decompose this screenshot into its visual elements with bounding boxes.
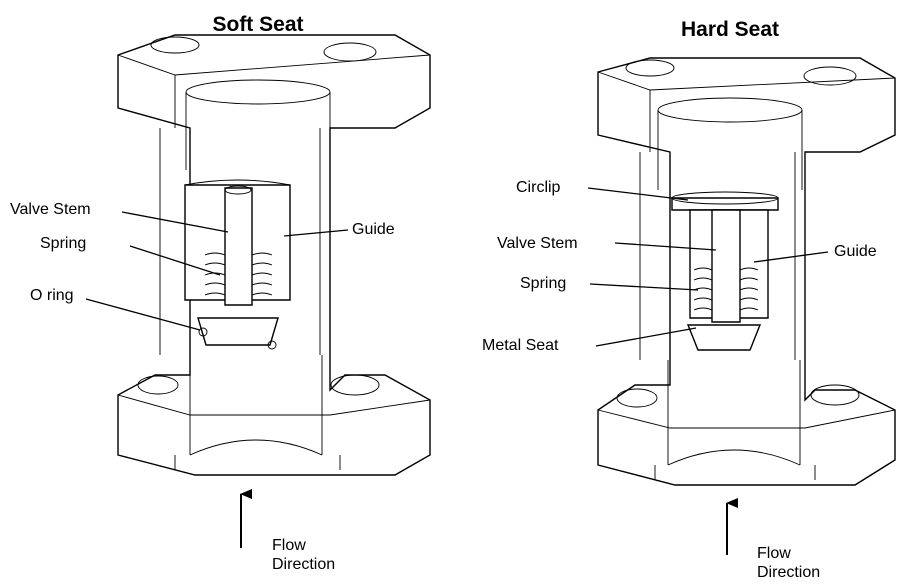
soft-seat-title: Soft Seat: [212, 13, 303, 36]
hard-valve-stem: [711, 209, 741, 323]
soft-guide-leader: [283, 229, 349, 237]
hard-flow-label-line1: Flow: [757, 545, 791, 562]
soft-spring-leader: [129, 245, 221, 276]
hard-metal-seat-leader: [595, 327, 697, 347]
hard-circlip-leader: [587, 187, 689, 201]
soft-bolt-hole-bottom-left: [137, 375, 179, 395]
soft-cut-face: [159, 128, 321, 355]
hard-bottom-flange-edge: [597, 409, 896, 429]
hard-valve-stem-leader: [614, 242, 717, 251]
soft-flow-label-line2: Direction: [272, 556, 335, 573]
hard-outlet-bore-arc: [667, 449, 801, 466]
soft-guide-top: [184, 179, 291, 186]
hard-guide-label: Guide: [834, 243, 877, 260]
soft-outlet-bore-walls: [189, 355, 323, 455]
hard-bolt-hole-bottom-left: [616, 388, 658, 408]
hard-metal-seat-label: Metal Seat: [482, 337, 559, 354]
hard-flow-label-line2: Direction: [757, 564, 820, 581]
hard-outlet-bore-walls: [667, 360, 801, 465]
hard-valve-stem-label: Valve Stem: [497, 235, 578, 252]
soft-seat-disc: [197, 317, 279, 346]
hard-bolt-hole-top-right: [803, 66, 857, 86]
hard-spring-leader: [589, 283, 699, 291]
soft-bore-walls: [185, 92, 331, 170]
soft-o-ring-label: O ring: [30, 287, 74, 304]
soft-valve-stem: [224, 187, 253, 306]
hard-bolt-hole-top-left: [625, 59, 675, 77]
soft-o-ring-leader: [85, 298, 201, 331]
hard-seat-title: Hard Seat: [681, 18, 779, 41]
soft-seat-figure: Soft Seat: [10, 13, 431, 573]
hard-spring-coils: [693, 267, 759, 311]
soft-valve-stem-leader: [121, 211, 229, 233]
soft-bolt-hole-top-right: [323, 42, 377, 62]
soft-stem-top: [224, 185, 252, 195]
soft-spring-label: Spring: [40, 235, 86, 252]
soft-bolt-hole-bottom-right: [330, 374, 380, 396]
hard-guide-leader: [753, 251, 829, 263]
soft-o-ring: [198, 327, 208, 337]
soft-flow-label-line1: Flow: [272, 537, 306, 554]
hard-bore-walls: [657, 110, 803, 190]
soft-bolt-hole-top-left: [150, 36, 200, 54]
hard-spring-label: Spring: [520, 275, 566, 292]
soft-valve-stem-label: Valve Stem: [10, 201, 91, 218]
hard-circlip-label: Circlip: [516, 179, 561, 196]
hard-metal-seat: [686, 324, 762, 351]
soft-outlet-notches: [174, 455, 341, 470]
soft-guide-label: Guide: [352, 221, 395, 238]
hard-seat-internals: [671, 191, 779, 351]
hard-bolt-hole-bottom-right: [810, 384, 860, 406]
hard-seat-figure: Hard Seat: [482, 18, 896, 581]
soft-outlet-bore-arc: [189, 439, 323, 456]
soft-bottom-flange-edge: [117, 394, 431, 416]
soft-o-ring-right: [267, 340, 277, 350]
soft-seat-internals: [184, 179, 291, 350]
hard-outlet-notches: [654, 465, 816, 480]
